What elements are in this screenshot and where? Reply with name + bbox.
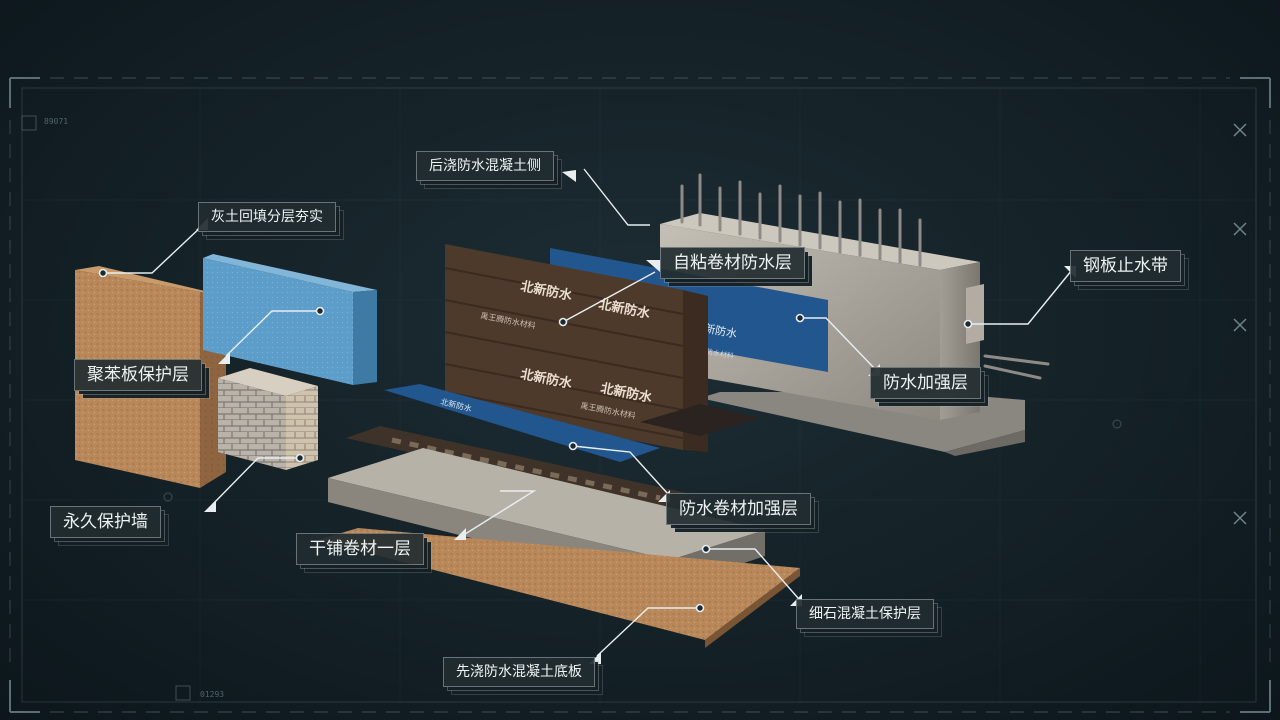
label-eps-board: 聚苯板保护层 bbox=[74, 359, 202, 391]
brown-self-adhesive-membrane: 北新防水 北新防水 北新防水 北新防水 禹王腾防水材料 禹王腾防水材料 bbox=[444, 244, 708, 452]
eps-board-layer bbox=[203, 254, 377, 385]
fine-concrete-protective-layer bbox=[318, 528, 800, 648]
label-self-adhesive-membrane: 自粘卷材防水层 bbox=[660, 247, 805, 279]
label-soil-backfill: 灰土回填分层夯实 bbox=[198, 202, 336, 232]
leader-lines bbox=[103, 168, 1073, 657]
leader-dots bbox=[98, 268, 973, 613]
label-pre-cast-slab: 先浇防水混凝土底板 bbox=[443, 657, 595, 687]
label-membrane-reinforcement: 防水卷材加强层 bbox=[666, 493, 811, 525]
brick-protection-wall bbox=[218, 368, 318, 470]
dark-membrane-layer-ground bbox=[346, 404, 760, 510]
label-permanent-wall: 永久保护墙 bbox=[50, 506, 161, 538]
label-steel-waterstop: 钢板止水带 bbox=[1070, 250, 1181, 282]
hud-code-top: 89071 bbox=[44, 117, 69, 126]
blue-reinforcement-strip-ground: 北新防水 bbox=[384, 384, 660, 462]
label-dry-laid-membrane: 干铺卷材一层 bbox=[296, 533, 424, 565]
rebar-group bbox=[680, 173, 1050, 380]
label-waterproof-reinforcement: 防水加强层 bbox=[870, 367, 981, 399]
label-fine-concrete: 细石混凝土保护层 bbox=[796, 599, 934, 629]
hud-code-bottom: 01293 bbox=[200, 690, 225, 699]
crosshair-icon bbox=[1233, 123, 1247, 525]
label-post-cast-concrete: 后浇防水混凝土侧 bbox=[416, 151, 554, 181]
